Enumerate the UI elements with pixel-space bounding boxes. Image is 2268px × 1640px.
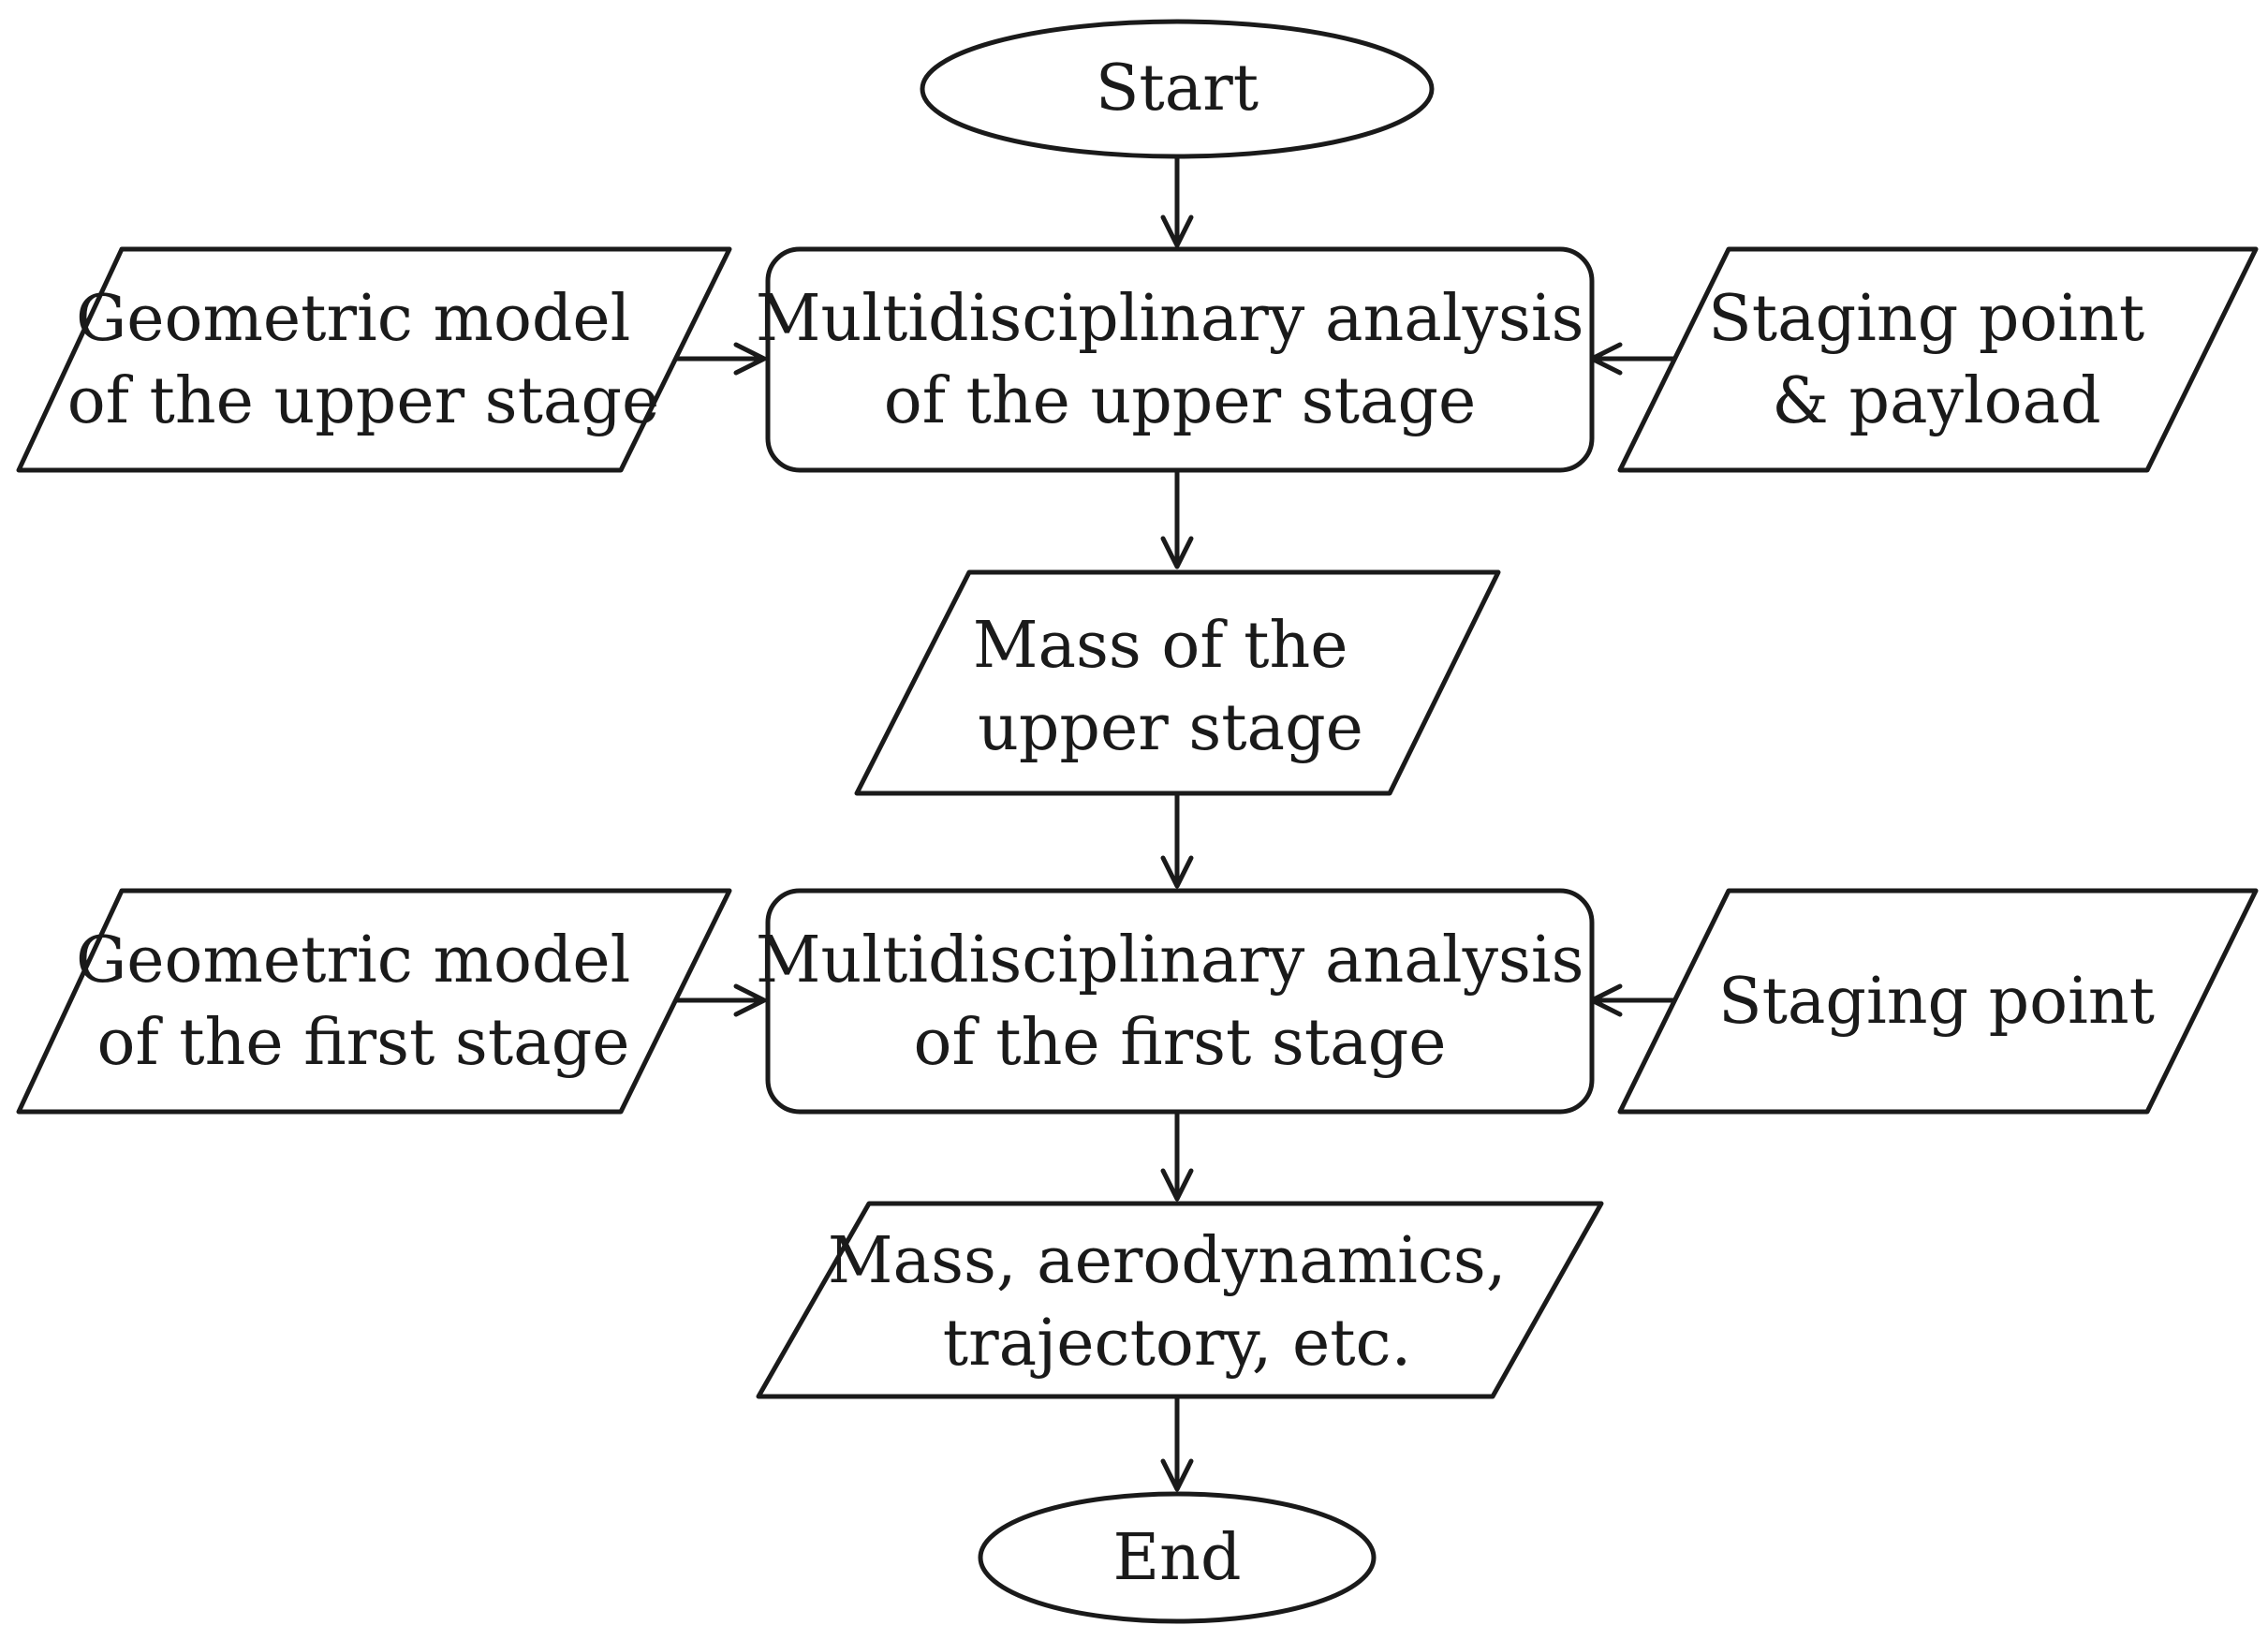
- node-staging-payload: Staging point & payload: [1617, 246, 2259, 473]
- terminal-shape: [978, 1491, 1377, 1624]
- node-label: Mass, aerodynamics, trajectory, etc.: [828, 1224, 1526, 1381]
- node-geo-upper: Geometric model of the upper stage: [16, 246, 732, 473]
- node-label: Geometric model of the first stage: [76, 923, 651, 1080]
- io-parallelogram-shape: [1617, 888, 2259, 1115]
- node-label: Staging point: [1718, 965, 2155, 1039]
- node-label: Geometric model of the upper stage: [67, 282, 659, 438]
- edge-mda-first-to-results: [1160, 1113, 1194, 1202]
- edge-staging-payload-to-mda-upper: [1589, 342, 1676, 376]
- node-start: Start: [920, 19, 1435, 159]
- edge-start-to-mda-upper: [1160, 157, 1194, 248]
- io-parallelogram-shape: [756, 1201, 1604, 1399]
- edge-mass-upper-to-mda-first: [1160, 794, 1194, 889]
- nodes-layer: Start Geometric model of the upper stage…: [16, 19, 2259, 1624]
- node-mda-first: Multidisciplinary analysis of the first …: [756, 888, 1604, 1115]
- edge-geo-upper-to-mda-upper: [674, 342, 767, 376]
- edge-geo-first-to-mda-first: [674, 983, 767, 1017]
- io-parallelogram-shape: [16, 888, 732, 1115]
- node-label: Mass of the upper stage: [973, 609, 1368, 765]
- terminal-shape: [920, 19, 1435, 159]
- io-parallelogram-shape: [16, 246, 732, 473]
- io-parallelogram-shape: [1617, 246, 2259, 473]
- edge-mda-upper-to-mass-upper: [1160, 471, 1194, 569]
- node-geo-first: Geometric model of the first stage: [16, 888, 732, 1115]
- node-end: End: [978, 1491, 1377, 1624]
- edge-staging-to-mda-first: [1589, 983, 1676, 1017]
- node-results: Mass, aerodynamics, trajectory, etc.: [756, 1201, 1604, 1399]
- node-mass-upper: Mass of the upper stage: [854, 569, 1501, 796]
- process-rect-shape: [765, 888, 1595, 1115]
- node-mda-upper: Multidisciplinary analysis of the upper …: [756, 246, 1604, 473]
- io-parallelogram-shape: [854, 569, 1501, 796]
- node-label: Multidisciplinary analysis of the first …: [756, 923, 1604, 1080]
- node-label: Multidisciplinary analysis of the upper …: [756, 282, 1604, 438]
- node-label: Start: [1096, 52, 1259, 126]
- node-label: End: [1113, 1521, 1242, 1595]
- node-staging: Staging point: [1617, 888, 2259, 1115]
- process-rect-shape: [765, 246, 1595, 473]
- node-label: Staging point & payload: [1708, 282, 2165, 438]
- edge-results-to-end: [1160, 1396, 1194, 1492]
